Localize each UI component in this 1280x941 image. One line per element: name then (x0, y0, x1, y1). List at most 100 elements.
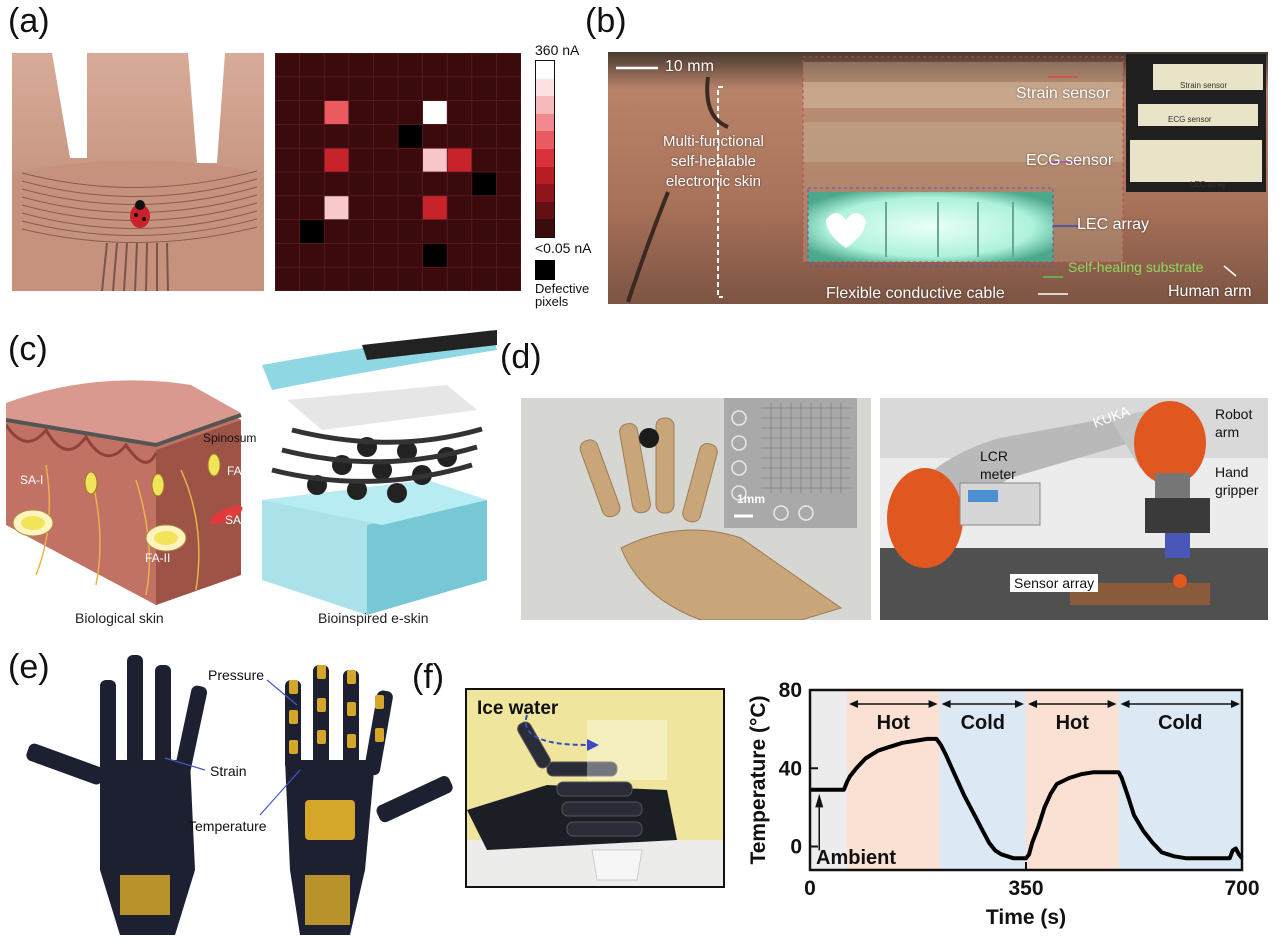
defective-swatch (535, 260, 555, 280)
robot-arm-label: Robot arm (1215, 405, 1252, 441)
panel-label-c: (c) (8, 330, 48, 368)
heatmap-pixel (422, 195, 448, 220)
chart-region (847, 690, 940, 870)
region-label: Hot (877, 712, 911, 734)
colorbar-step (536, 96, 554, 114)
panel-label-d: (d) (500, 338, 542, 376)
biological-skin-caption: Biological skin (75, 610, 164, 626)
wooden-hand-photo (521, 398, 871, 620)
heatmap-pixel (324, 100, 349, 125)
heatmap-pixel (447, 148, 472, 172)
chart-region (810, 690, 848, 870)
heatmap-pixel (422, 243, 448, 268)
x-axis-label: Time (s) (986, 906, 1066, 929)
sa2-label: SA-II (225, 513, 252, 527)
hand-gripper-line1: Hand (1215, 464, 1249, 480)
robot-arm-photo: KUKA (880, 398, 1268, 620)
region-arrowhead (1015, 700, 1024, 708)
fa1-label: FA-I (227, 464, 250, 478)
colorbar-min-label: <0.05 nA (535, 240, 592, 256)
heatmap-pixel (324, 148, 349, 172)
y-tick-label: 80 (779, 679, 802, 702)
robot-arm-line2: arm (1215, 424, 1240, 440)
scale-bar-label: 10 mm (665, 58, 714, 75)
panel-label-a: (a) (8, 2, 50, 40)
multi-functional-line1: Multi-functional (663, 133, 764, 150)
bioinspired-eskin-caption: Bioinspired e-skin (318, 610, 429, 626)
region-label: Cold (961, 712, 1005, 734)
region-arrowhead (928, 700, 938, 708)
panel-label-b: (b) (585, 2, 627, 40)
colorbar-step (536, 166, 554, 185)
region-label: Cold (1158, 712, 1202, 734)
panel-label-e: (e) (8, 648, 50, 686)
spinosum-label: Spinosum (203, 431, 257, 445)
region-arrowhead (1231, 700, 1240, 708)
region-label: Hot (1056, 712, 1090, 734)
strain-sensor-label: Strain sensor (1016, 85, 1111, 102)
colorbar-step (536, 131, 554, 149)
chart-region (1118, 690, 1242, 870)
robot-arm-line1: Robot (1215, 406, 1253, 422)
fa2-label: FA-II (145, 551, 171, 565)
lcr-meter-label: LCR meter (980, 447, 1016, 483)
hand-gripper-line2: gripper (1215, 482, 1259, 498)
flexible-cable-label: Flexible conductive cable (826, 285, 1005, 302)
colorbar-max-label: 360 nA (535, 42, 580, 58)
inset-ecg-label: ECG sensor (1168, 115, 1212, 124)
colorbar-step (536, 61, 554, 79)
current-heatmap (275, 53, 521, 291)
lec-array-label: LEC array (1077, 216, 1150, 233)
multi-functional-label: Multi-functional self-healable electroni… (663, 132, 764, 192)
region-arrowhead (849, 700, 859, 708)
arm-eskin-photo (608, 52, 1268, 304)
heatmap-pixel (422, 100, 448, 125)
chart-region (1026, 690, 1119, 870)
x-tick-label: 0 (804, 877, 816, 900)
human-arm-label: Human arm (1168, 283, 1252, 300)
colorbar-step (536, 113, 554, 132)
x-tick-label: 700 (1224, 877, 1259, 900)
heatmap-pixel (324, 195, 349, 220)
multi-functional-line3: electronic skin (665, 173, 761, 190)
hand-gripper-label: Hand gripper (1215, 463, 1259, 499)
temperature-label: Temperature (188, 818, 267, 834)
y-tick-label: 40 (779, 757, 802, 780)
ecg-sensor-label: ECG sensor (1026, 152, 1114, 169)
colorbar-step (536, 148, 554, 167)
bioinspired-eskin-illustration (262, 325, 502, 615)
defective-label-2: pixels (535, 294, 569, 309)
temperature-series-line (810, 736, 1244, 861)
heatmap-pixel (471, 172, 497, 196)
biological-skin-illustration (4, 375, 256, 605)
colorbar-step (536, 78, 554, 97)
hand-photo-ladybug (12, 53, 264, 291)
ambient-label: Ambient (816, 847, 896, 869)
heatmap-pixel (422, 148, 448, 172)
region-arrowhead (1028, 700, 1037, 708)
self-healing-substrate-label: Self-healing substrate (1068, 259, 1204, 275)
x-tick-label: 350 (1008, 877, 1043, 900)
panel-label-f: (f) (412, 658, 445, 696)
chart-region (939, 690, 1026, 870)
inset-lec-label: LEC array (1190, 180, 1227, 189)
y-tick-label: 0 (790, 836, 802, 859)
ice-water-label: Ice water (477, 698, 559, 719)
heatmap-pixel (299, 219, 325, 244)
pressure-label: Pressure (208, 667, 265, 683)
sa1-label: SA-I (20, 473, 44, 487)
sensor-array-label: Sensor array (1010, 574, 1099, 592)
colorbar-step (536, 184, 554, 202)
strain-label: Strain (210, 763, 247, 779)
lcr-meter-line2: meter (980, 466, 1016, 482)
region-arrowhead (1120, 700, 1130, 708)
ice-water-photo (465, 688, 725, 888)
robotic-hands-illustration (5, 650, 465, 935)
heatmap-pixel (398, 124, 423, 149)
defective-label: Defective (535, 281, 590, 296)
multi-functional-line2: self-healable (670, 153, 756, 170)
y-axis-label: Temperature (°C) (747, 695, 770, 864)
colorbar-step (536, 219, 554, 237)
region-arrowhead (1107, 700, 1117, 708)
